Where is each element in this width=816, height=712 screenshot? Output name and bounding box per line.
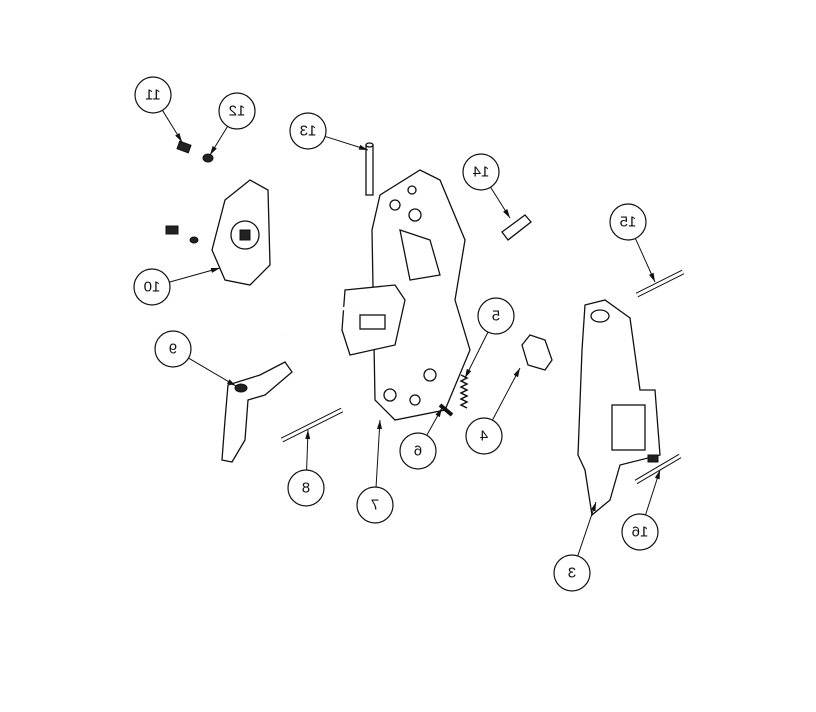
pin-part	[365, 142, 374, 196]
balloon-14: 14	[462, 153, 511, 219]
balloon-label: 4	[480, 428, 488, 445]
balloon-circle	[609, 203, 647, 241]
balloon-11: 11	[134, 76, 183, 143]
balloon-circle	[621, 513, 659, 551]
balloon-13: 13	[289, 112, 369, 151]
balloon-label: 8	[302, 480, 310, 497]
balloon-12: 12	[209, 92, 256, 156]
balloon-label: 3	[568, 565, 576, 582]
arrowhead	[210, 146, 217, 155]
arrowhead	[305, 430, 311, 440]
balloons: 11 12 13 14 15 10 9 8 7 6 5 4 3 16	[133, 76, 661, 592]
balloon-circle	[465, 417, 503, 455]
balloon-circle	[462, 153, 500, 191]
balloon-10: 10	[133, 267, 221, 306]
balloon-circle	[134, 76, 172, 114]
small-pin-part	[438, 403, 454, 417]
balloon-label: 7	[371, 497, 379, 514]
washer-part	[202, 153, 214, 163]
pin-part-15	[635, 269, 685, 298]
balloon-circle	[154, 330, 192, 368]
balloon-circle	[289, 112, 327, 150]
arrowhead	[358, 144, 368, 150]
arrowhead	[513, 368, 520, 378]
pin-part-16	[634, 453, 682, 485]
arrowhead	[503, 209, 510, 218]
frame-part	[577, 299, 661, 517]
balloon-label: 11	[145, 87, 161, 104]
balloon-circle	[133, 268, 171, 306]
dowel-part	[501, 214, 532, 241]
arrowhead	[654, 470, 660, 480]
rod-part-8	[280, 407, 344, 443]
balloon-label: 14	[473, 164, 490, 181]
leader-line	[491, 367, 521, 421]
balloon-label: 6	[414, 443, 422, 460]
leader-line	[577, 501, 597, 557]
balloon-4: 4	[465, 367, 521, 455]
balloon-8: 8	[287, 429, 325, 507]
parts	[165, 140, 685, 517]
balloon-3: 3	[553, 501, 597, 592]
balloon-7: 7	[356, 419, 394, 524]
cam-part	[521, 334, 553, 371]
lever-part	[221, 361, 293, 463]
balloon-9: 9	[154, 330, 237, 387]
leader-line	[375, 419, 381, 488]
rod-part	[281, 303, 353, 337]
balloon-label: 13	[300, 123, 317, 140]
arrowhead	[226, 379, 236, 386]
balloon-15: 15	[609, 203, 656, 283]
spring-part	[459, 374, 469, 409]
screw-part	[176, 140, 192, 154]
balloon-circle	[287, 469, 325, 507]
balloon-circle	[477, 297, 515, 335]
balloon-circle	[218, 92, 256, 130]
arrowhead	[376, 420, 382, 430]
balloon-label: 9	[169, 341, 177, 358]
arrowhead	[590, 502, 596, 512]
housing-part	[211, 179, 271, 286]
arrowhead	[175, 133, 182, 142]
balloon-label: 5	[492, 308, 500, 325]
main-plate-part	[341, 169, 471, 421]
balloon-label: 15	[620, 214, 637, 231]
arrowhead	[210, 268, 220, 273]
balloon-circle	[356, 486, 394, 524]
arrowhead	[649, 272, 655, 282]
balloon-16: 16	[621, 469, 661, 551]
balloon-6: 6	[399, 407, 443, 470]
arrowhead	[435, 408, 442, 418]
balloon-label: 16	[632, 524, 649, 541]
balloon-label: 12	[229, 103, 246, 120]
balloon-label: 10	[144, 279, 161, 296]
screw-part-2	[165, 225, 199, 244]
balloon-circle	[399, 432, 437, 470]
leader-line	[188, 357, 237, 387]
balloon-5: 5	[464, 297, 515, 379]
arrowhead	[465, 368, 472, 378]
balloon-circle	[553, 554, 591, 592]
